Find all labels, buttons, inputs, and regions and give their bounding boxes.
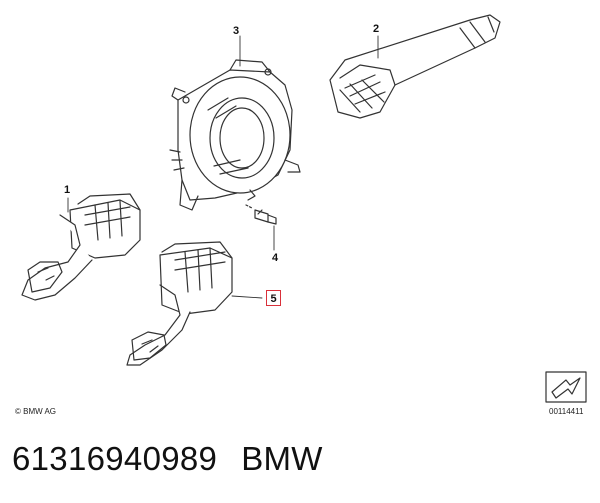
clock-spring-part — [169, 35, 301, 211]
callout-5-highlighted: 5 — [266, 290, 281, 306]
stalk-switch-part-1 — [21, 193, 141, 301]
direction-arrow-icon — [545, 371, 587, 403]
callout-1: 1 — [64, 184, 71, 196]
stalk-switch-part-5 — [126, 241, 263, 366]
parts-diagram — [21, 14, 587, 403]
brand-name: BMW — [241, 440, 323, 477]
diagram-code: 00114411 — [549, 407, 584, 416]
pin-part — [245, 204, 277, 251]
copyright-notice: © BMW AG — [15, 407, 57, 416]
part-number: 61316940989 — [12, 440, 218, 477]
stalk-switch-part-2 — [329, 14, 501, 119]
callout-2: 2 — [373, 23, 380, 35]
callout-3: 3 — [233, 25, 240, 37]
callout-4: 4 — [272, 252, 279, 264]
footer: 61316940989 BMW — [12, 440, 323, 478]
